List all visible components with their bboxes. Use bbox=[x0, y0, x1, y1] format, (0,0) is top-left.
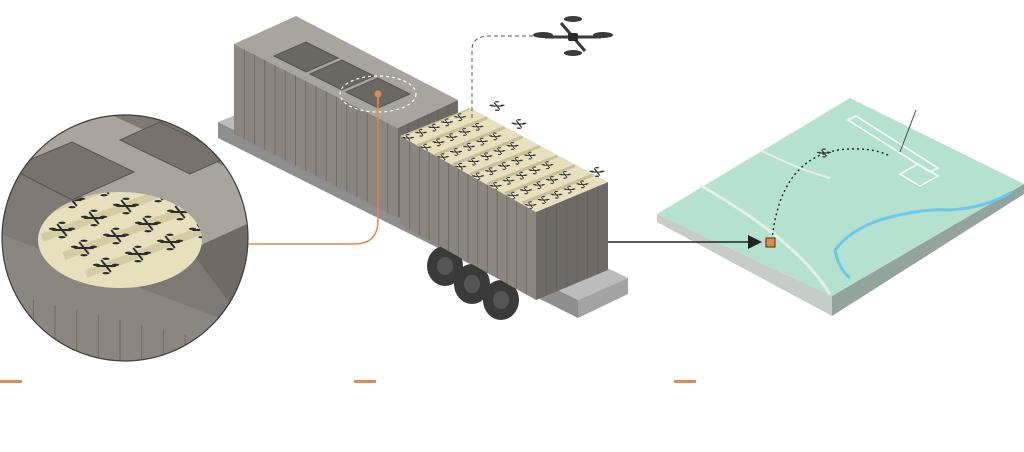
container-ribs bbox=[409, 141, 527, 295]
drone-icon bbox=[156, 233, 184, 251]
drone-icon bbox=[563, 185, 576, 194]
drone-icon bbox=[475, 137, 489, 146]
drone-icon bbox=[458, 128, 471, 136]
drone-icon bbox=[528, 166, 541, 175]
drone-icon bbox=[497, 162, 511, 170]
drone-icon bbox=[816, 148, 832, 158]
drone-icon bbox=[506, 191, 520, 200]
drone-icon bbox=[493, 147, 506, 156]
magnifier-circle-icon bbox=[1, 114, 249, 362]
drone-icon bbox=[519, 186, 533, 195]
drone-icon bbox=[545, 176, 559, 184]
drone-icon bbox=[532, 181, 546, 190]
container-ribs bbox=[545, 186, 599, 296]
drone-icon bbox=[427, 123, 441, 132]
drone-icon bbox=[502, 176, 515, 185]
drone-icon bbox=[436, 153, 450, 162]
drone-icon bbox=[80, 209, 108, 227]
drone-icon bbox=[541, 161, 554, 170]
drone-icon bbox=[510, 156, 524, 165]
drone-icon bbox=[471, 122, 484, 131]
drone-icon bbox=[533, 16, 613, 56]
drone-icon bbox=[506, 142, 519, 150]
drone-icon bbox=[432, 138, 445, 147]
drone-icon bbox=[440, 118, 454, 127]
drone-icon bbox=[467, 157, 480, 166]
section-dash-2 bbox=[354, 380, 376, 383]
drone-icon bbox=[48, 221, 76, 239]
drone-icon bbox=[489, 101, 505, 111]
open-container bbox=[400, 108, 608, 300]
section-dash-1 bbox=[0, 380, 22, 383]
drone-icon bbox=[816, 148, 832, 158]
drone-icon bbox=[134, 215, 162, 233]
drone-icon bbox=[488, 132, 502, 141]
drone-icon bbox=[484, 167, 498, 176]
drone-icon bbox=[449, 148, 463, 156]
drone-icon bbox=[537, 196, 550, 204]
section-dash-3 bbox=[674, 380, 696, 383]
deployment-map bbox=[657, 98, 1024, 316]
drone-icon bbox=[112, 197, 140, 215]
drone-icon bbox=[558, 170, 572, 179]
drone-icon bbox=[589, 167, 605, 177]
drone-icon bbox=[515, 171, 528, 180]
drone-icon bbox=[453, 113, 467, 122]
drone-icon bbox=[419, 143, 432, 152]
drone-icon bbox=[70, 239, 98, 257]
drone-icon bbox=[92, 257, 120, 275]
drone-icon bbox=[523, 151, 537, 160]
drone-icon bbox=[124, 245, 152, 263]
drone-flight-path bbox=[471, 35, 546, 118]
trailer-wheels bbox=[427, 246, 519, 320]
drone-icon bbox=[102, 227, 130, 245]
map-marker-icon bbox=[765, 237, 776, 248]
drone-icon bbox=[511, 119, 527, 129]
zoom-target-ellipse bbox=[339, 75, 417, 113]
drone-icon bbox=[414, 128, 428, 137]
drone-icon bbox=[489, 182, 502, 190]
drone-icon bbox=[462, 142, 476, 151]
drone-icon bbox=[445, 133, 458, 142]
drone-icon bbox=[576, 180, 589, 189]
drone-icon bbox=[524, 201, 537, 210]
drone-icon bbox=[480, 152, 493, 161]
zoom-connector-line bbox=[248, 94, 379, 245]
drone-icon bbox=[550, 190, 563, 199]
